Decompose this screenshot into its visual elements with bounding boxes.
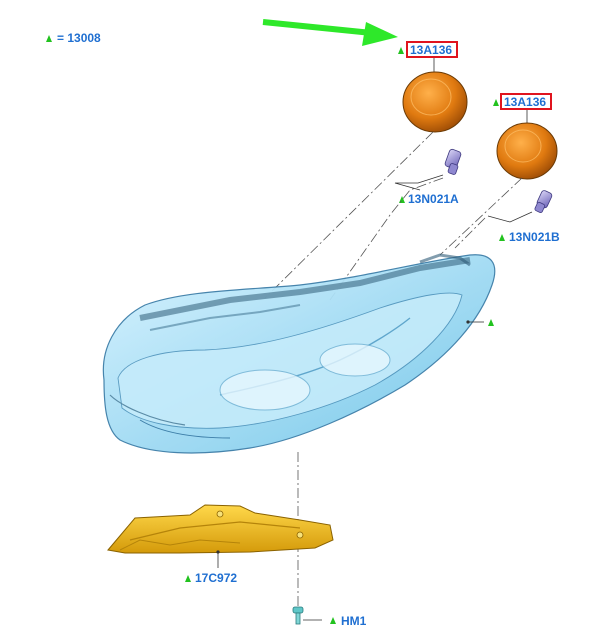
- callout-triangle-icon: [330, 617, 336, 624]
- callout-cap-lower[interactable]: 13A136: [493, 93, 552, 110]
- callout-shield[interactable]: 17C972: [185, 571, 237, 585]
- leader-dot: [216, 550, 220, 554]
- callout-label: 13N021A: [408, 192, 459, 206]
- callout-label: 13A136: [410, 43, 452, 57]
- assembly-line: [264, 131, 434, 299]
- leader-dot: [466, 320, 470, 324]
- callout-cap-upper[interactable]: 13A136: [398, 41, 458, 58]
- callout-triangle-icon: [398, 47, 404, 54]
- assembly-line: [454, 217, 486, 249]
- highlight-box: [406, 41, 458, 58]
- dust-cap-lower: [496, 122, 558, 180]
- headlamp-assembly: [102, 253, 496, 454]
- arrow-shaft-icon: [262, 19, 373, 36]
- leader-line: [394, 174, 444, 191]
- bulb-b: [534, 190, 553, 213]
- dust-cap-upper: [402, 71, 468, 133]
- leader-line: [487, 211, 533, 223]
- callout-triangle-icon: [185, 575, 191, 582]
- callout-label: 17C972: [195, 571, 237, 585]
- headlamp-triangle-icon: [488, 319, 494, 326]
- callout-label: HM1: [341, 614, 367, 628]
- callout-triangle-icon: [499, 234, 505, 241]
- callout-label: 13A136: [504, 95, 546, 109]
- highlight-arrow: [262, 19, 398, 46]
- callout-triangle-icon: [493, 99, 499, 106]
- highlight-box: [500, 93, 552, 110]
- callout-bulb-a[interactable]: 13N021A: [399, 192, 459, 206]
- assembly-line: [439, 177, 523, 256]
- callout-bulb-b[interactable]: 13N021B: [499, 230, 560, 244]
- legend: = 13008: [46, 31, 101, 45]
- screw: [292, 606, 304, 625]
- legend-triangle-icon: [46, 35, 52, 42]
- arrow-head-icon: [362, 22, 398, 46]
- bulb-a: [444, 148, 462, 175]
- legend-text: = 13008: [57, 31, 101, 45]
- callout-label: 13N021B: [509, 230, 560, 244]
- shield-bracket: [107, 504, 334, 554]
- callout-screw[interactable]: HM1: [330, 614, 367, 628]
